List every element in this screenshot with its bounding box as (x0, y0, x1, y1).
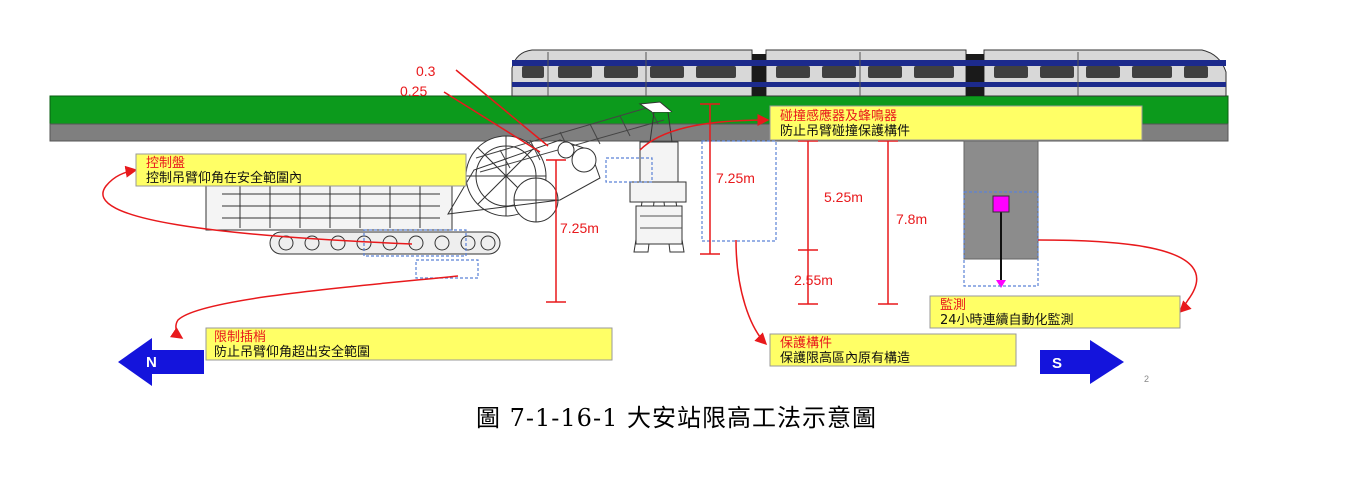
callout-monitoring: 監測 24小時連續自動化監測 (929, 295, 1181, 329)
dimension-525-255 (798, 140, 818, 305)
leader-arrows (102, 114, 1198, 346)
pointer-0-25 (443, 91, 541, 153)
callout-control-panel-title: 控制盤 (146, 156, 185, 171)
callout-limit-pin-desc: 防止吊臂仰角超出安全範圍 (214, 344, 370, 360)
callout-protective-member-desc: 保護限高區內原有構造 (780, 350, 910, 366)
dimension-left-725 (546, 159, 566, 303)
callout-collision-sensor-desc: 防止吊臂碰撞保護構件 (780, 123, 910, 139)
dim-label-255: 2.55m (794, 272, 833, 288)
dim-label-725-left: 7.25m (560, 220, 599, 236)
callout-limit-pin-title: 限制插梢 (214, 330, 266, 345)
monitor-sensor (992, 195, 1010, 213)
pointer-0-3 (455, 69, 549, 147)
callout-collision-sensor: 碰撞感應器及蜂鳴器 防止吊臂碰撞保護構件 (769, 105, 1143, 141)
dim-label-0-3: 0.3 (416, 63, 436, 79)
dim-label-525: 5.25m (824, 189, 863, 205)
dimension-78 (878, 140, 898, 305)
dim-label-0-25: 0.25 (400, 83, 427, 99)
callout-monitoring-desc: 24小時連續自動化監測 (940, 312, 1074, 328)
dimension-mid-725 (700, 103, 720, 255)
figure-caption: 圖 7-1-16-1 大安站限高工法示意圖 (476, 404, 877, 432)
monitor-zone (963, 191, 1039, 287)
south-label: S (1052, 355, 1062, 372)
callout-control-panel: 控制盤 控制吊臂仰角在安全範圍內 (135, 153, 467, 187)
page-number: 2 (1144, 374, 1149, 384)
callout-collision-sensor-title: 碰撞感應器及蜂鳴器 (780, 108, 897, 124)
dim-label-78: 7.8m (896, 211, 927, 227)
callout-control-panel-desc: 控制吊臂仰角在安全範圍內 (146, 170, 302, 186)
train (511, 49, 1227, 97)
focus-boxes (363, 140, 777, 279)
crawler-crane (205, 103, 665, 255)
callout-limit-pin: 限制插梢 防止吊臂仰角超出安全範圍 (205, 327, 613, 361)
south-arrow: S (1040, 340, 1124, 384)
dim-label-725-mid: 7.25m (716, 170, 755, 186)
north-label: N (146, 354, 157, 371)
callout-protective-member: 保護構件 保護限高區內原有構造 (769, 333, 1017, 367)
excavator (629, 101, 687, 253)
callout-monitoring-title: 監測 (940, 297, 966, 313)
north-arrow: N (118, 338, 204, 386)
monitor-arrow-tip (996, 280, 1006, 288)
callout-protective-member-title: 保護構件 (780, 335, 832, 351)
